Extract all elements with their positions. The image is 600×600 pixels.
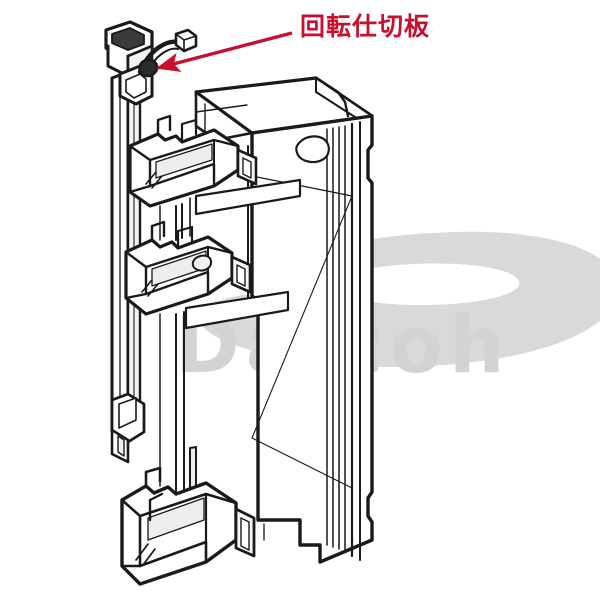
callout-label-rotating-divider: 回転仕切板 (300, 12, 431, 41)
lower-door-pocket (120, 466, 256, 586)
middle-door-pocket (124, 220, 252, 316)
rotating-divider-hinge (104, 20, 198, 106)
upper-door-pocket (128, 114, 258, 208)
door-panel (184, 76, 374, 564)
callout-arrow (156, 31, 293, 73)
watermark-swoosh-inner (331, 263, 520, 306)
callout-arrow-line (156, 31, 293, 73)
pocket-support-posts (159, 197, 191, 493)
